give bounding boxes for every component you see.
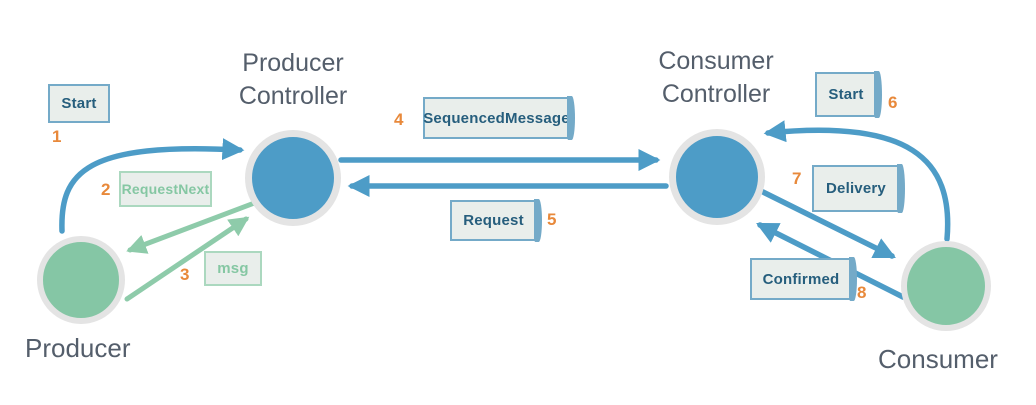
message-label-requestnext: RequestNext: [121, 181, 210, 197]
arrow-start-producer-to-controller: [59, 138, 245, 234]
message-label-confirmed: Confirmed: [762, 270, 840, 288]
producer-controller-title-line1: Producer: [242, 49, 344, 77]
consumer-controller-title-line2: Controller: [661, 80, 771, 108]
step-number-8: 8: [857, 283, 867, 302]
message-label-start-consumer: Start: [828, 86, 864, 103]
message-box-confirmed: Confirmed: [750, 257, 857, 301]
message-box-request: Request: [450, 199, 542, 242]
step-number-7: 7: [792, 169, 802, 188]
consumer-node: [901, 241, 991, 331]
producer-node: [37, 236, 125, 324]
message-box-sequencedmessage: SequencedMessage: [423, 96, 575, 140]
message-box-start-consumer: Start: [815, 71, 882, 118]
message-label-start-producer: Start: [61, 95, 97, 112]
arrow-msg-producer-to-controller: [124, 216, 250, 302]
producer-label: Producer: [25, 333, 131, 363]
consumer-controller-node: [669, 129, 765, 225]
step-number-4: 4: [394, 110, 404, 129]
message-label-msg: msg: [217, 260, 249, 277]
step-number-3: 3: [180, 265, 190, 284]
consumer-controller-title: Consumer Controller: [618, 45, 814, 111]
message-label-request: Request: [463, 212, 524, 229]
arrow-start-consumer-to-controller: [763, 120, 951, 242]
consumer-label: Consumer: [878, 344, 998, 374]
step-number-5: 5: [547, 210, 557, 229]
step-number-6: 6: [888, 93, 898, 112]
step-number-1: 1: [52, 127, 62, 146]
arrow-delivery-controller-to-consumer: [758, 188, 896, 259]
message-box-msg: msg: [204, 251, 262, 286]
message-box-delivery: Delivery: [812, 164, 905, 213]
message-box-requestnext: RequestNext: [119, 171, 212, 207]
message-label-delivery: Delivery: [826, 180, 886, 197]
arrow-requestnext-controller-to-producer: [126, 199, 260, 254]
producer-controller-title-line2: Controller: [238, 82, 348, 110]
producer-controller-node: [245, 130, 341, 226]
message-label-sequencedmessage: SequencedMessage: [423, 109, 570, 127]
producer-controller-title: Producer Controller: [195, 47, 391, 113]
consumer-controller-title-line1: Consumer: [658, 47, 774, 75]
message-box-start-producer: Start: [48, 84, 110, 123]
step-number-2: 2: [101, 180, 111, 199]
